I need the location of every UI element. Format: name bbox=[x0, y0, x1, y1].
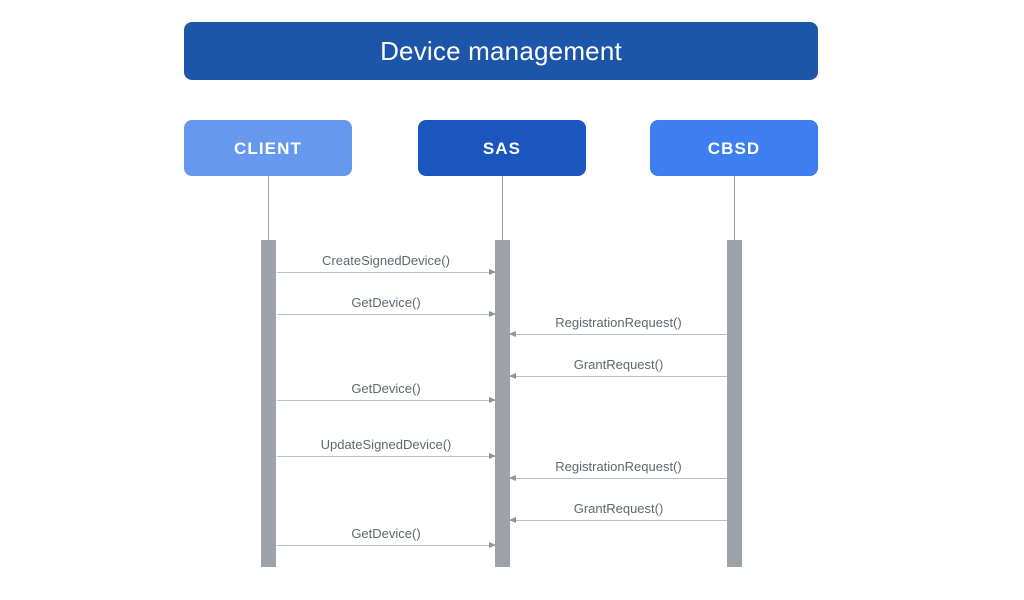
arrow-head-right-icon bbox=[489, 397, 496, 403]
message-label: RegistrationRequest() bbox=[555, 315, 682, 330]
arrow-head-right-icon bbox=[489, 269, 496, 275]
participant-box-sas[interactable]: SAS bbox=[418, 120, 586, 176]
message-label: GetDevice() bbox=[351, 526, 421, 541]
page-title: Device management bbox=[380, 36, 622, 66]
message-arrow[interactable]: GetDevice() bbox=[277, 296, 496, 317]
arrow-head-right-icon bbox=[489, 453, 496, 459]
diagram-title-banner: Device management bbox=[184, 22, 818, 80]
message-arrow[interactable]: GrantRequest() bbox=[509, 358, 727, 379]
participant-label-cbsd: CBSD bbox=[707, 138, 761, 158]
participant-label-sas: SAS bbox=[482, 138, 522, 158]
activation-bar-cbsd bbox=[727, 240, 742, 567]
message-label: RegistrationRequest() bbox=[555, 459, 682, 474]
lifeline-cbsd bbox=[734, 176, 735, 240]
message-label: GrantRequest() bbox=[573, 357, 664, 372]
message-arrow[interactable]: RegistrationRequest() bbox=[509, 460, 727, 481]
participant-label-client: CLIENT bbox=[234, 138, 302, 158]
arrow-head-right-icon bbox=[489, 542, 496, 548]
arrow-head-left-icon bbox=[509, 517, 516, 523]
message-label: GrantRequest() bbox=[573, 501, 664, 516]
lifeline-sas bbox=[502, 176, 503, 240]
arrow-head-left-icon bbox=[509, 475, 516, 481]
arrow-head-right-icon bbox=[489, 311, 496, 317]
message-arrow[interactable]: RegistrationRequest() bbox=[509, 316, 727, 337]
activation-bar-client bbox=[261, 240, 276, 567]
message-label: CreateSignedDevice() bbox=[322, 253, 450, 268]
lifeline-client bbox=[268, 176, 269, 240]
message-label: GetDevice() bbox=[351, 295, 421, 310]
arrow-head-left-icon bbox=[509, 373, 516, 379]
message-arrow[interactable]: GrantRequest() bbox=[509, 502, 727, 523]
message-label: GetDevice() bbox=[351, 381, 421, 396]
participant-box-cbsd[interactable]: CBSD bbox=[650, 120, 818, 176]
arrow-head-left-icon bbox=[509, 331, 516, 337]
message-arrow[interactable]: GetDevice() bbox=[277, 527, 496, 548]
message-label: UpdateSignedDevice() bbox=[320, 437, 452, 452]
message-arrow[interactable]: GetDevice() bbox=[277, 382, 496, 403]
participant-box-client[interactable]: CLIENT bbox=[184, 120, 352, 176]
activation-bar-sas bbox=[495, 240, 510, 567]
message-arrow[interactable]: UpdateSignedDevice() bbox=[277, 438, 496, 459]
message-arrow[interactable]: CreateSignedDevice() bbox=[277, 254, 496, 275]
